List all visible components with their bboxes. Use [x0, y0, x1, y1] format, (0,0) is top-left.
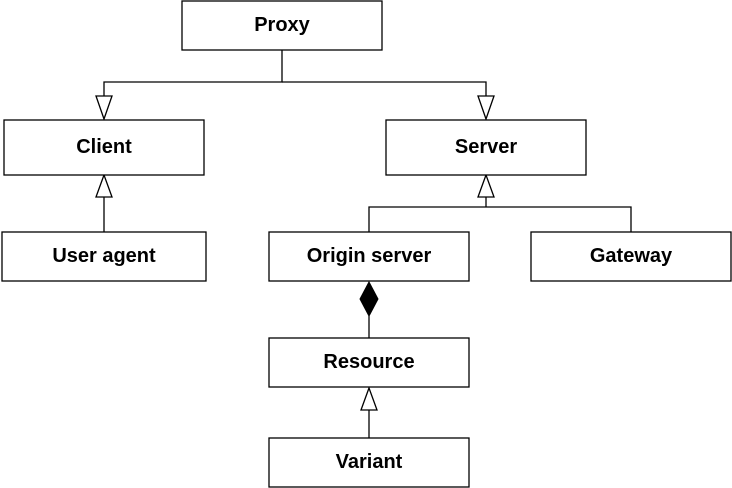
proxy-connector — [95, 50, 495, 121]
node-client-label: Client — [76, 136, 132, 158]
node-variant: Variant — [268, 437, 470, 488]
node-proxy: Proxy — [181, 0, 383, 51]
generalization-arrow-server — [477, 95, 495, 121]
resource-composition-connector — [359, 280, 379, 338]
node-gateway: Gateway — [530, 231, 732, 282]
node-gateway-label: Gateway — [590, 245, 673, 267]
composition-diamond — [359, 280, 379, 318]
node-resource-label: Resource — [323, 351, 414, 373]
node-resource: Resource — [268, 337, 470, 388]
node-client: Client — [3, 119, 205, 176]
generalization-arrow-resource — [360, 386, 378, 411]
node-origin-server: Origin server — [268, 231, 470, 282]
node-variant-label: Variant — [336, 451, 403, 473]
generalization-arrow-useragent — [95, 173, 113, 198]
user-agent-connector — [95, 173, 113, 232]
server-subclass-connector — [368, 173, 632, 232]
generalization-arrow-client — [95, 95, 113, 121]
node-origin-server-label: Origin server — [307, 245, 432, 267]
variant-connector — [360, 386, 378, 438]
node-proxy-label: Proxy — [254, 14, 310, 36]
node-user-agent: User agent — [1, 231, 207, 282]
node-server: Server — [385, 119, 587, 176]
node-server-label: Server — [455, 136, 517, 158]
generalization-arrow-server-sub — [477, 173, 495, 198]
node-user-agent-label: User agent — [52, 245, 156, 267]
